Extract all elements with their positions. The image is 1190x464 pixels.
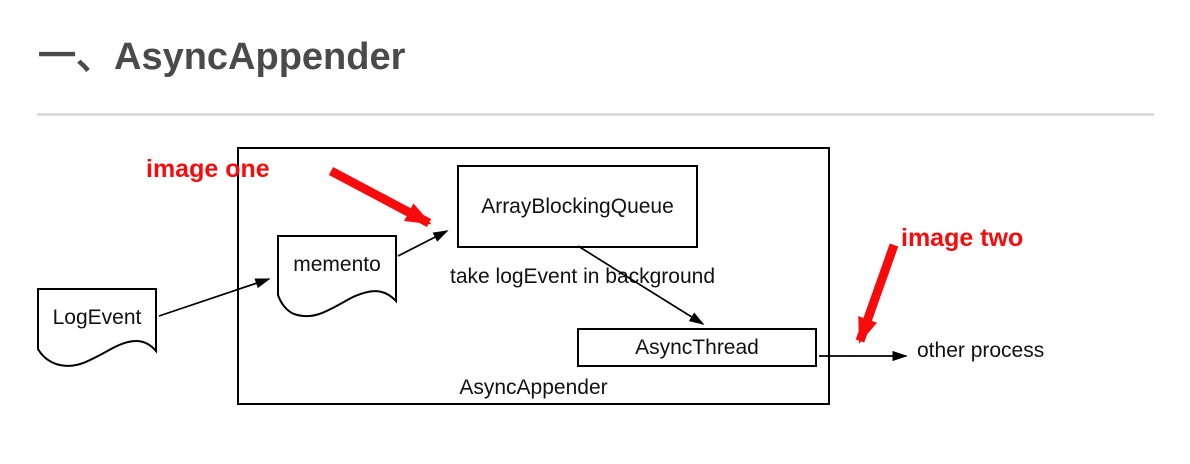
- node-logevent-label: LogEvent: [52, 306, 142, 329]
- other-process-label: other process: [917, 339, 1045, 362]
- async-appender-frame-label: AsyncAppender: [459, 376, 608, 399]
- node-array-blocking-queue-label: ArrayBlockingQueue: [481, 194, 674, 218]
- page-title: 一、AsyncAppender: [38, 36, 406, 78]
- node-array-blocking-queue: ArrayBlockingQueue: [457, 165, 698, 248]
- image-two-red-arrow: [855, 243, 899, 344]
- document-shape-icon: [37, 288, 157, 367]
- annotation-image-two: image two: [901, 224, 1024, 252]
- node-memento: memento: [277, 235, 397, 320]
- node-async-thread: AsyncThread: [577, 328, 817, 367]
- section-divider: [37, 113, 1154, 116]
- document-shape-icon: [277, 235, 397, 318]
- async-appender-frame: AsyncAppender: [237, 147, 830, 405]
- node-async-thread-label: AsyncThread: [635, 335, 759, 359]
- take-logevent-label: take logEvent in background: [450, 265, 716, 288]
- node-memento-label: memento: [293, 253, 381, 276]
- annotation-image-one: image one: [146, 155, 270, 183]
- node-logevent: LogEvent: [37, 288, 157, 368]
